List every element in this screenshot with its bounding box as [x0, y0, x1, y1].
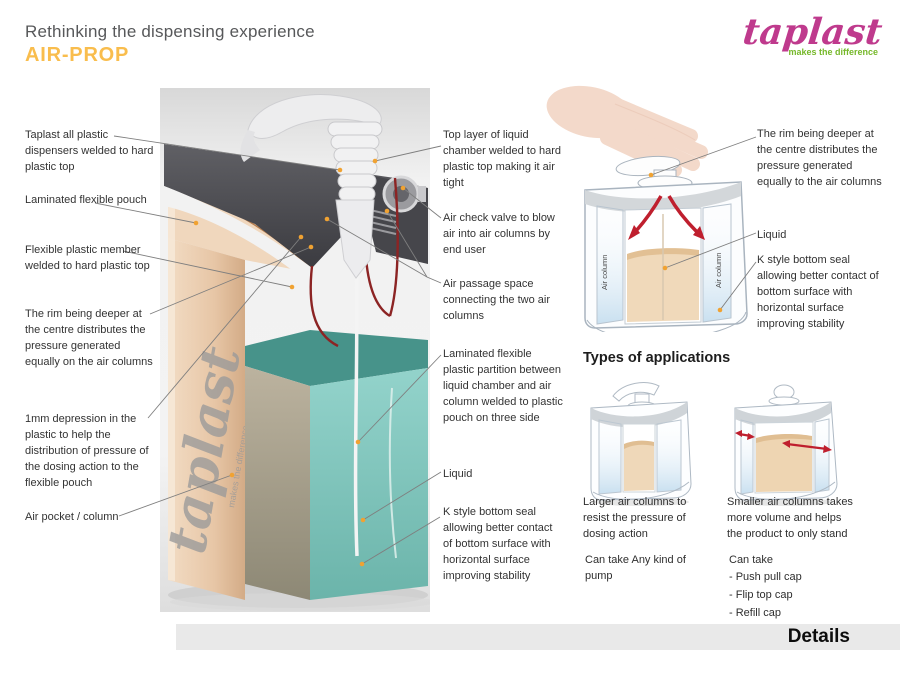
liquid-fill [624, 442, 654, 491]
applications-heading: Types of applications [583, 350, 731, 366]
air-column-left [596, 205, 624, 325]
air-column-left [740, 419, 754, 495]
air-column-label-left: Air column [600, 255, 609, 290]
width-arrows [735, 430, 832, 453]
application-b-options: - Push pull cap - Flip top cap - Refill … [729, 568, 859, 622]
pump-bellows [327, 121, 383, 202]
callout-plastic-partition: Laminated flexible plastic partition bet… [443, 348, 563, 424]
callout-rim-deeper-right: The rim being deeper at the centre distr… [757, 128, 882, 188]
application-b-note: Can take [729, 554, 774, 566]
callout-liquid-right: Liquid [757, 229, 787, 241]
callout-top-layer: Top layer of liquid chamber welded to ha… [443, 129, 562, 189]
pressure-diagram: Air column Air column [546, 85, 748, 332]
application-b-illustration [734, 384, 838, 506]
cap-top [768, 384, 800, 406]
k-bottom-seal [736, 481, 836, 500]
logo-tagline: makes the difference [788, 47, 878, 57]
callout-liquid-main: Liquid [443, 468, 473, 480]
main-cutaway-illustration: taplast makes the difference [160, 94, 430, 611]
air-column-right [656, 419, 682, 493]
product-name: AIR-PROP [25, 44, 130, 66]
application-a-illustration [590, 382, 692, 506]
details-label: Details [787, 626, 850, 647]
callout-air-passage: Air passage space connecting the two air… [443, 278, 551, 322]
valve-clip [418, 186, 426, 202]
hand-icon [546, 85, 708, 177]
callout-1mm-depression: 1mm depression in the plastic to help th… [25, 413, 149, 489]
footer-bar: Details [176, 624, 900, 650]
air-column-label-right: Air column [714, 253, 723, 288]
pump-body [335, 199, 375, 279]
k-bottom-seal [592, 481, 690, 500]
liquid-surface [756, 433, 812, 443]
liquid-fill [756, 436, 812, 492]
container-rim [591, 402, 687, 428]
callout-air-pocket: Air pocket / column [25, 511, 119, 523]
liquid-surface [624, 440, 654, 449]
chamber-left-wall [245, 366, 310, 600]
floor-shadow-soft [170, 593, 430, 611]
application-a-note: Can take Any kind of pump [585, 554, 686, 582]
taplast-logo: taplast makes the difference [732, 11, 885, 57]
air-column-left [598, 419, 622, 495]
liquid-block [310, 368, 428, 600]
application-b-description: Smaller air columns takes more volume an… [727, 496, 853, 540]
callout-k-seal-right: K style bottom seal allowing better cont… [757, 254, 879, 330]
logo-wordmark: taplast [740, 11, 885, 53]
callout-welded-top: Taplast all plastic dispensers welded to… [25, 129, 154, 173]
option-flip-top-cap: - Flip top cap [729, 589, 793, 601]
dip-tube [353, 237, 359, 557]
callout-air-check-valve: Air check valve to blow air into air col… [443, 212, 555, 256]
callout-flexible-member: Flexible plastic member welded to hard p… [25, 244, 150, 272]
callout-k-seal-main: K style bottom seal allowing better cont… [443, 506, 553, 582]
callout-rim-deeper-left: The rim being deeper at the centre distr… [25, 308, 153, 368]
k-bottom-seal [586, 311, 747, 332]
application-a-description: Larger air columns to resist the pressur… [583, 496, 687, 540]
option-push-pull-cap: - Push pull cap [729, 571, 802, 583]
option-refill-cap: - Refill cap [729, 607, 781, 619]
page-title: Rethinking the dispensing experience [25, 22, 315, 41]
rim-wave [164, 186, 312, 286]
container-rim [735, 402, 831, 428]
air-column-right [814, 418, 830, 493]
callout-laminated-pouch: Laminated flexible pouch [25, 194, 147, 206]
container-rim [585, 182, 741, 213]
